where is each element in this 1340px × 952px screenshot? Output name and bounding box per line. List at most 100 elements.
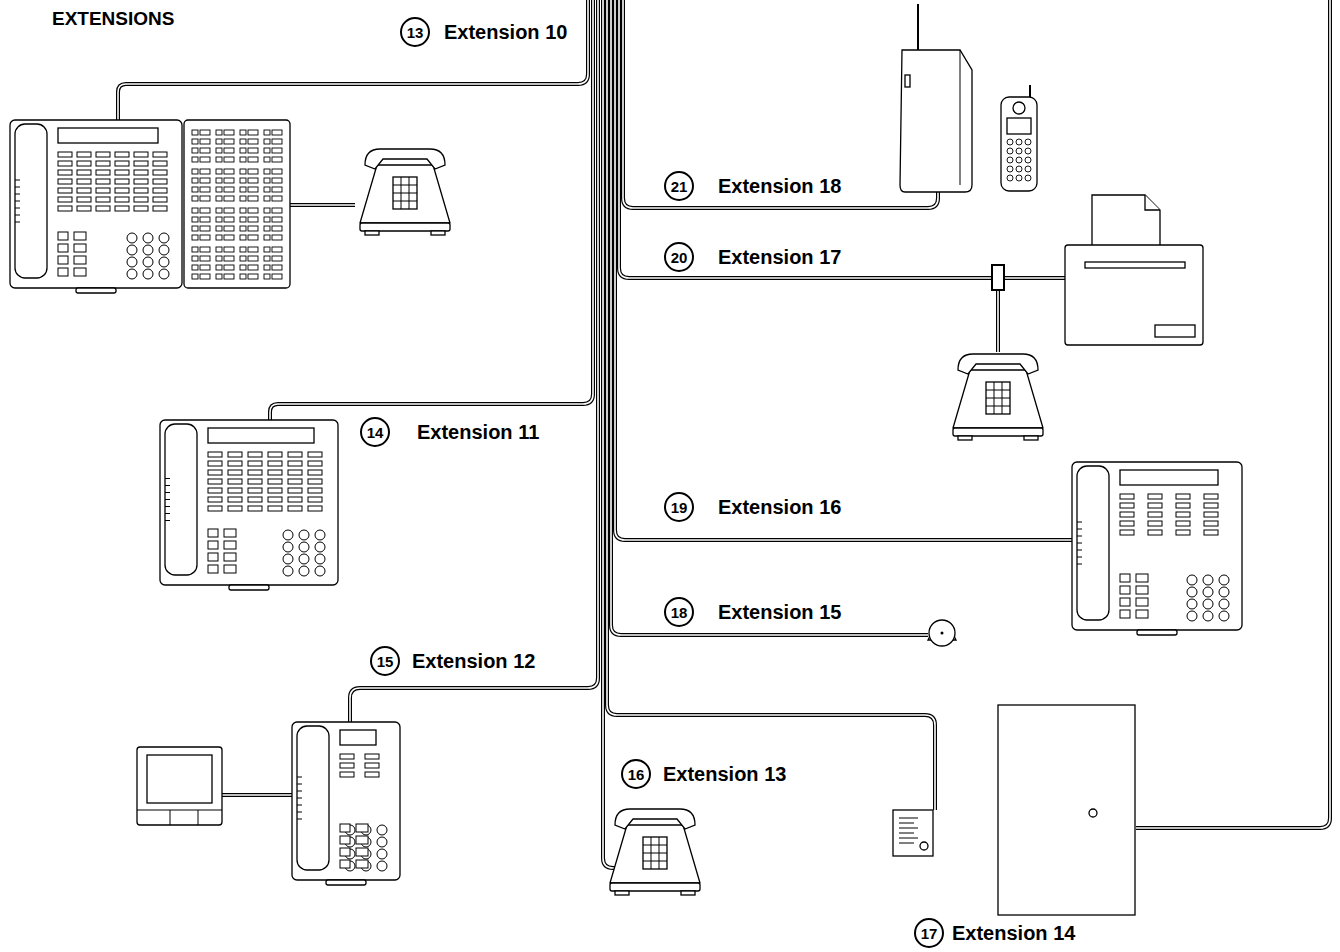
dial-key: [1219, 575, 1229, 585]
line-button: [115, 152, 129, 157]
key-telephone: [10, 120, 182, 293]
monitor-screen: [147, 755, 212, 803]
dss-button: [272, 187, 282, 192]
wire: [290, 203, 355, 207]
dss-lamp: [192, 169, 198, 174]
line-button: [96, 188, 110, 193]
line-button: [115, 179, 129, 184]
handset-grip: [15, 222, 20, 223]
fax-slot: [1085, 262, 1185, 268]
key-telephone: [160, 420, 338, 590]
line-button: [365, 772, 379, 777]
dss-button: [224, 208, 234, 213]
line-button: [268, 497, 282, 502]
base-body: [900, 50, 972, 192]
dial-key: [1187, 575, 1197, 585]
dss-lamp: [240, 130, 246, 135]
callout-number: 14: [360, 417, 390, 447]
handset-key: [1016, 148, 1022, 154]
handset: [958, 354, 1038, 374]
handset-grip: [165, 485, 170, 486]
dss-button: [224, 169, 234, 174]
phone-body: [10, 120, 182, 288]
dss-button: [200, 187, 210, 192]
dial-key: [283, 530, 293, 540]
dss-lamp: [192, 157, 198, 162]
line-button: [208, 497, 222, 502]
line-button: [115, 188, 129, 193]
line-button: [1120, 494, 1134, 499]
callout-group: 21Extension 18: [664, 171, 844, 201]
handset-display: [1007, 118, 1031, 134]
line-button: [58, 206, 72, 211]
phone-foot: [229, 585, 269, 590]
line-button: [208, 506, 222, 511]
dss-button: [272, 178, 282, 183]
line-button: [288, 479, 302, 484]
dss-lamp: [264, 130, 270, 135]
handset-grip: [1077, 550, 1082, 551]
line-button: [288, 452, 302, 457]
line-button: [77, 206, 91, 211]
line-button: [1176, 503, 1190, 508]
dss-lamp: [240, 148, 246, 153]
handset-grip: [297, 784, 302, 785]
line-button: [288, 506, 302, 511]
phone-foot: [1137, 630, 1177, 635]
handset: [1077, 466, 1109, 620]
dss-lamp: [192, 148, 198, 153]
dial-key: [159, 269, 169, 279]
dss-button: [200, 139, 210, 144]
line-button: [134, 161, 148, 166]
dial-key: [377, 861, 387, 871]
line-button: [77, 161, 91, 166]
antenna: [917, 4, 919, 50]
dss-lamp: [240, 139, 246, 144]
line-button: [1204, 503, 1218, 508]
dial-grid: [393, 201, 417, 202]
line-button: [248, 461, 262, 466]
line-button: [96, 152, 110, 157]
line-button: [208, 461, 222, 466]
dial-pad: [643, 837, 667, 869]
dss-button: [248, 274, 258, 279]
wire: [619, 0, 992, 278]
dss-lamp: [240, 157, 246, 162]
handset-grip: [1077, 564, 1082, 565]
display: [58, 128, 158, 143]
line-button: [248, 506, 262, 511]
handset-grip: [165, 513, 170, 514]
dss-lamp: [216, 265, 222, 270]
dss-lamp: [192, 274, 198, 279]
callout-group: 18Extension 15: [664, 597, 844, 627]
callout-group: 20Extension 17: [664, 242, 844, 272]
line-button: [153, 197, 167, 202]
line-button: [228, 506, 242, 511]
dss-lamp: [264, 139, 270, 144]
line-button: [308, 470, 322, 475]
handset-grip: [297, 791, 302, 792]
monitor-line: [170, 810, 171, 825]
cordless-handset: [1001, 85, 1037, 191]
extension-label: Extension 16: [715, 496, 844, 519]
dial-key: [1203, 587, 1213, 597]
modular-jack: [992, 265, 1004, 290]
wire: [1004, 276, 1065, 280]
dss-lamp: [216, 208, 222, 213]
handset-key: [1007, 148, 1013, 154]
wire: [270, 0, 593, 420]
dss-lamp: [264, 265, 270, 270]
wire: [270, 0, 593, 420]
key-telephone: [1072, 462, 1242, 635]
function-key: [1136, 586, 1148, 594]
function-key: [58, 256, 68, 264]
line-button: [77, 179, 91, 184]
dss-button: [272, 148, 282, 153]
dial-key: [1187, 611, 1197, 621]
dial-key: [299, 530, 309, 540]
wire: [996, 290, 1000, 352]
line-button: [58, 197, 72, 202]
dss-lamp: [216, 217, 222, 222]
dial-key: [159, 245, 169, 255]
